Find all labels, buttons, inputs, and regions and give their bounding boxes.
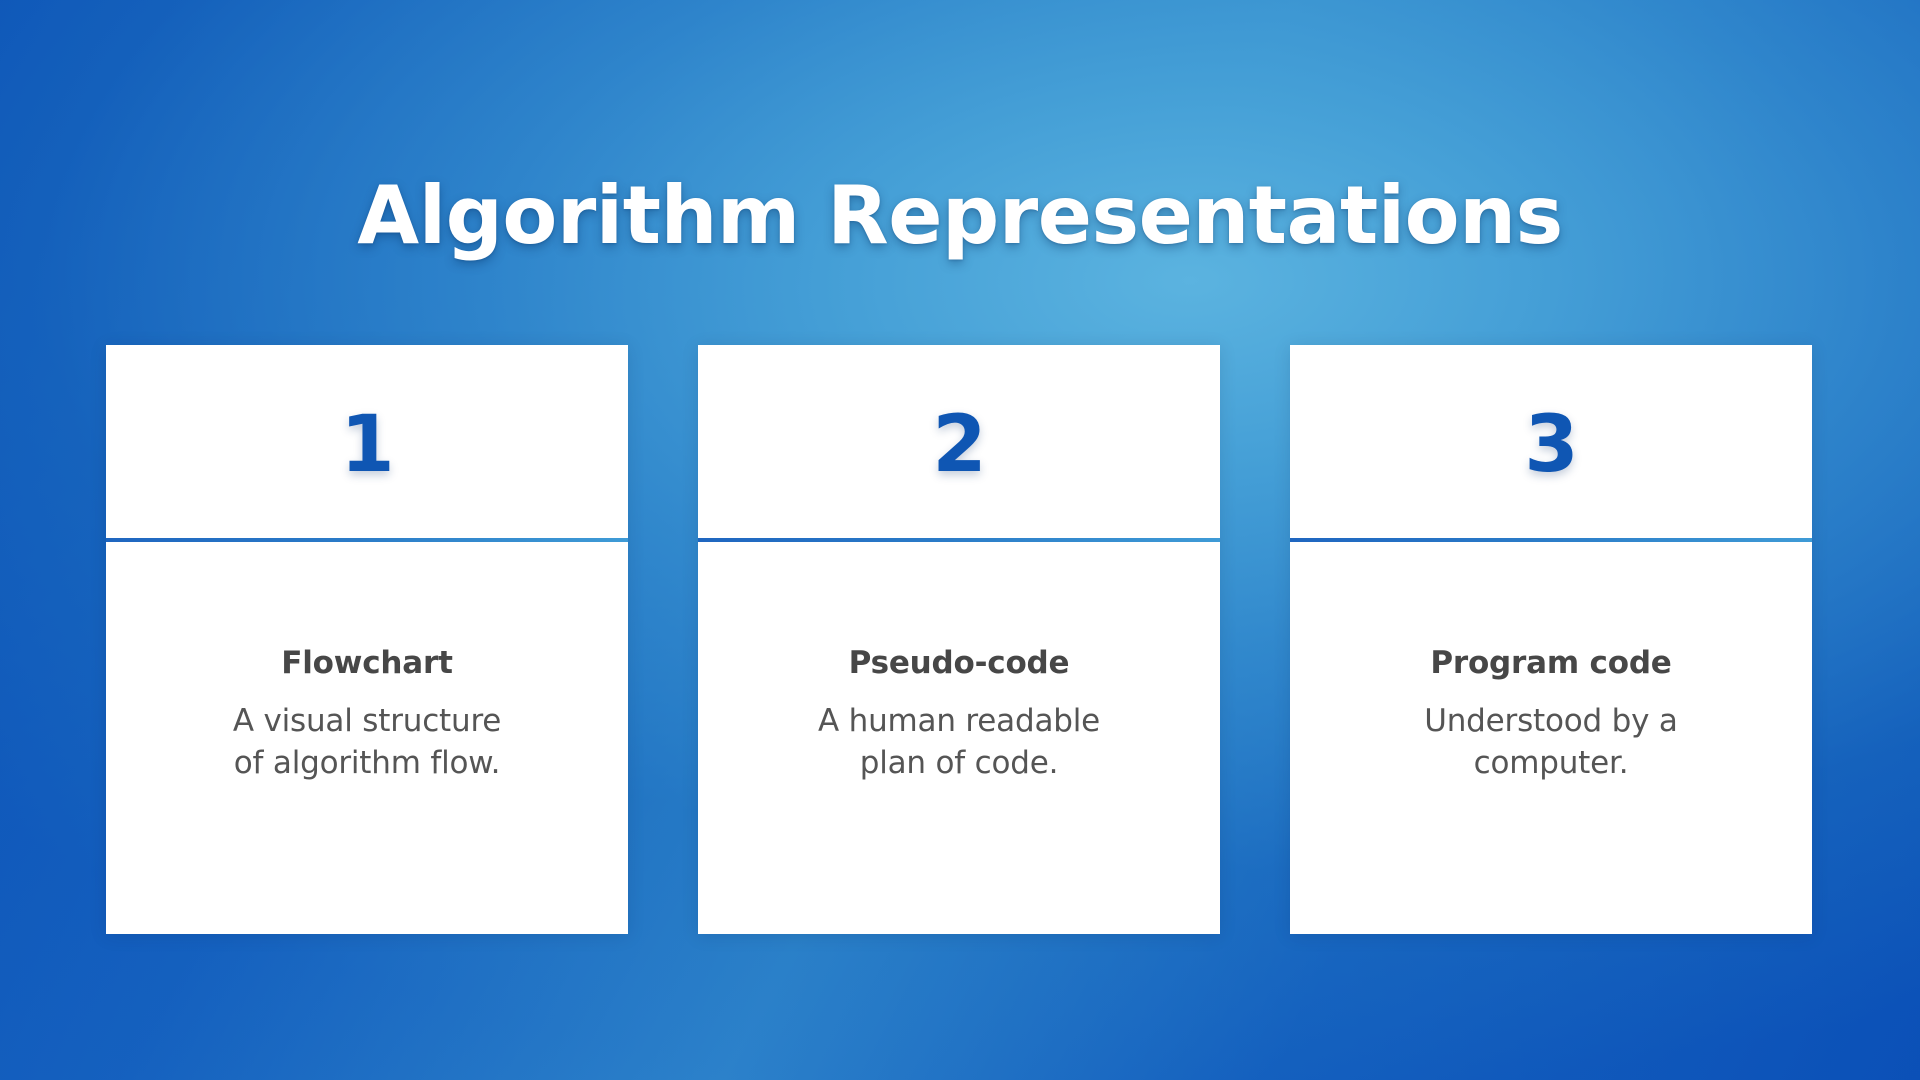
page-title: Algorithm Representations [357,168,1563,262]
card-number-area: 1 [106,345,628,538]
card-description-line-1: A visual structure [232,703,502,740]
card-heading: Program code [1430,645,1672,681]
card-number-area: 2 [698,345,1220,538]
card-divider [698,538,1220,542]
card-description-line-2: of algorithm flow. [233,745,501,782]
title-container: Algorithm Representations [0,122,1920,309]
card-number: 1 [340,399,394,490]
card-pseudo-code[interactable]: 2 Pseudo-code A human readable plan of c… [698,345,1220,934]
card-program-code[interactable]: 3 Program code Understood by a computer. [1290,345,1812,934]
card-number: 2 [932,399,986,490]
card-description-line-1: Understood by a [1424,703,1678,740]
card-number-area: 3 [1290,345,1812,538]
card-divider [106,538,628,542]
card-description-line-2: computer. [1473,745,1629,782]
card-description-line-2: plan of code. [859,745,1059,782]
card-number: 3 [1524,399,1578,490]
card-description: A human readable plan of code. [724,700,1194,784]
card-flowchart[interactable]: 1 Flowchart A visual structure of algori… [106,345,628,934]
card-description: Understood by a computer. [1316,700,1786,784]
card-body: Pseudo-code A human readable plan of cod… [698,542,1220,934]
card-heading: Pseudo-code [848,645,1070,681]
card-description-line-1: A human readable [817,703,1101,740]
card-heading: Flowchart [281,645,453,681]
card-divider [1290,538,1812,542]
card-row: 1 Flowchart A visual structure of algori… [106,345,1812,934]
card-description: A visual structure of algorithm flow. [132,700,602,784]
card-body: Program code Understood by a computer. [1290,542,1812,934]
card-body: Flowchart A visual structure of algorith… [106,542,628,934]
